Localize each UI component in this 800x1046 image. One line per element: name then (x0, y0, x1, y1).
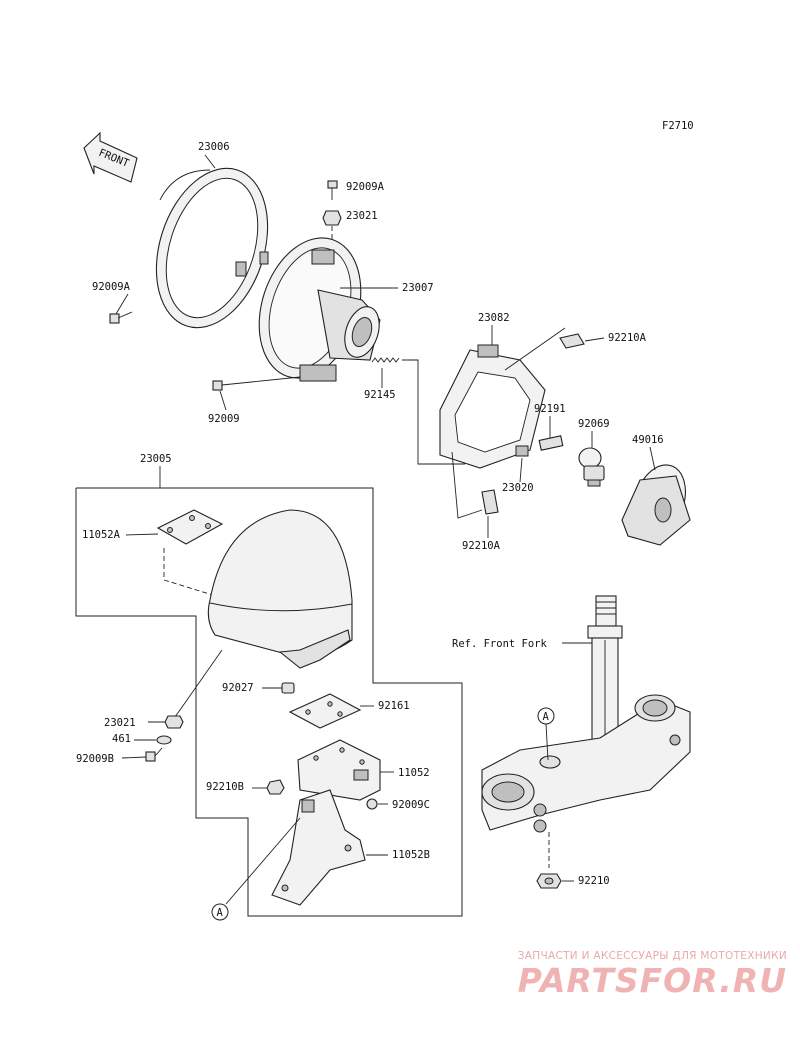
nut-23021-bottom-icon (164, 715, 184, 729)
bolt-92009b-icon (145, 747, 163, 762)
label-92009: 92009 (208, 413, 240, 425)
nut-92210-icon (536, 873, 562, 889)
washer-461-icon (156, 735, 172, 745)
socket-23020-icon (515, 445, 529, 457)
stay-11052b (271, 789, 366, 906)
callout-a-left: A (211, 903, 229, 921)
label-11052b: 11052B (392, 849, 430, 861)
label-23006: 23006 (198, 141, 230, 153)
label-92009a-top: 92009A (346, 181, 385, 193)
front-arrow-icon: FRONT (83, 131, 138, 183)
bolt-92009a-left-icon (109, 311, 133, 324)
nut-23021-top-icon (322, 210, 342, 226)
ref-front-fork: Ref. Front Fork (452, 638, 548, 650)
label-92191: 92191 (534, 403, 566, 415)
label-92027: 92027 (222, 682, 254, 694)
bracket-11052 (297, 739, 381, 801)
label-92145: 92145 (364, 389, 396, 401)
bracket-11052a (156, 509, 224, 545)
watermark-tagline: ЗАПЧАСТИ И АКСЕССУАРЫ ДЛЯ МОТОТЕХНИКИ (517, 950, 787, 962)
clip-92210a-right-icon (559, 333, 585, 349)
pin-92191-icon (538, 435, 564, 451)
label-92009a-left: 92009A (92, 281, 131, 293)
svg-text:A: A (217, 907, 224, 919)
label-92210a-right: 92210A (608, 332, 647, 344)
clip-92210a-bottom-icon (481, 489, 499, 515)
lower-triple-clamp (481, 694, 691, 833)
assembly-outline (75, 487, 463, 917)
headlight-cowl (207, 509, 353, 669)
label-23021-top: 23021 (346, 210, 378, 222)
label-23020: 23020 (502, 482, 534, 494)
label-92210b: 92210B (206, 781, 244, 793)
bulb-holder-plate (439, 344, 546, 469)
watermark-logo: PARTSFOR.RU (517, 961, 787, 1000)
label-23082: 23082 (478, 312, 510, 324)
svg-text:A: A (543, 711, 550, 723)
bolt-92009-icon (212, 376, 301, 391)
bulb-92069-icon (578, 447, 605, 487)
label-23005: 23005 (140, 453, 172, 465)
grommet-92027-icon (281, 682, 295, 694)
damper-92161 (288, 693, 362, 729)
nut-92210b-icon (266, 779, 285, 795)
bolt-92009c-icon (366, 798, 378, 810)
figure-code: F2710 (662, 120, 694, 132)
headlight-housing (258, 237, 381, 382)
label-11052: 11052 (398, 767, 430, 779)
boot-49016-icon (621, 464, 691, 546)
label-92069: 92069 (578, 418, 610, 430)
label-92161: 92161 (378, 700, 410, 712)
label-92009b: 92009B (76, 753, 114, 765)
label-92210: 92210 (578, 875, 610, 887)
spring-92145-icon (371, 357, 400, 363)
label-23007: 23007 (402, 282, 434, 294)
headlight-rim (155, 167, 269, 329)
label-23021-bottom: 23021 (104, 717, 136, 729)
callout-a-right: A (537, 707, 555, 725)
label-461: 461 (112, 733, 131, 745)
label-11052a: 11052A (82, 529, 121, 541)
bolt-92009a-top-icon (327, 180, 338, 200)
label-92009c: 92009C (392, 799, 430, 811)
label-49016: 49016 (632, 434, 664, 446)
label-92210a-bottom: 92210A (462, 540, 501, 552)
